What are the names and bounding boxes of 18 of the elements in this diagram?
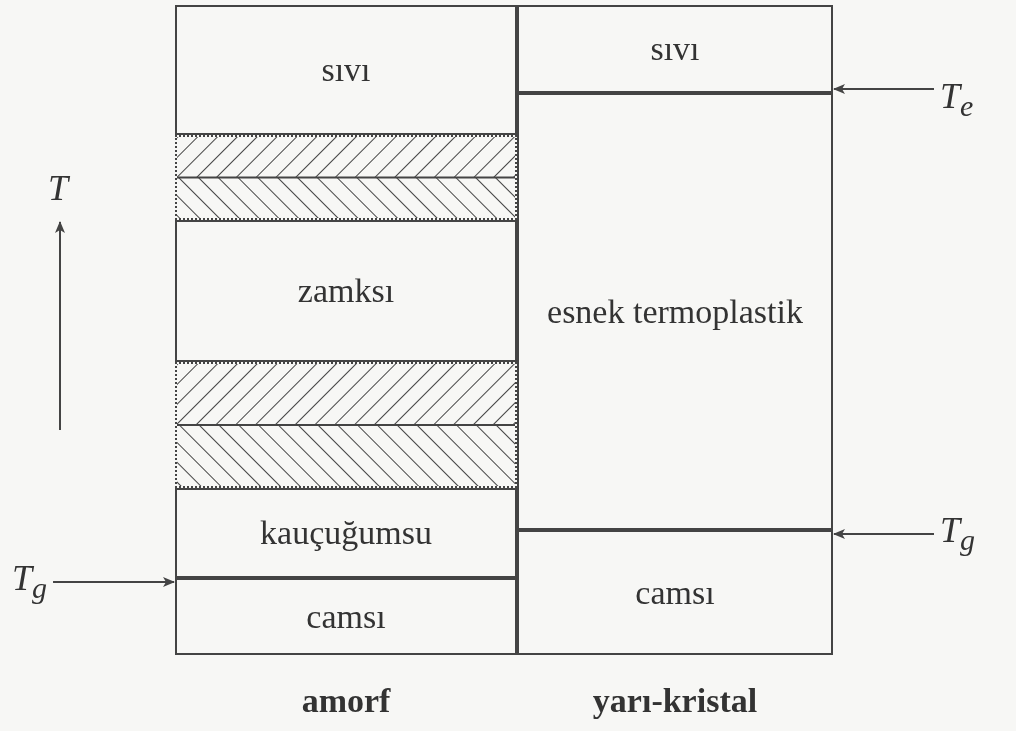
arrow <box>833 529 935 539</box>
hatched-band <box>175 362 517 488</box>
arrow <box>833 84 935 94</box>
phase-region: kauçuğumsu <box>175 488 517 578</box>
arrow <box>52 577 175 587</box>
phase-region: esnek termoplastik <box>517 93 833 530</box>
hatched-band <box>175 135 517 220</box>
axis-label: T <box>48 170 69 206</box>
phase-region: sıvı <box>517 5 833 93</box>
phase-region: camsı <box>517 530 833 655</box>
phase-region: sıvı <box>175 5 517 135</box>
temperature-label: T$_{e}$ <box>940 78 974 122</box>
column-heading: yarı-kristal <box>591 682 759 720</box>
temperature-label: T$_{g}$ <box>12 560 48 604</box>
phase-region: camsı <box>175 578 517 655</box>
temperature-label: T$_{g}$ <box>940 512 976 556</box>
phase-region: zamksı <box>175 220 517 362</box>
column-heading: amorf <box>300 682 392 720</box>
